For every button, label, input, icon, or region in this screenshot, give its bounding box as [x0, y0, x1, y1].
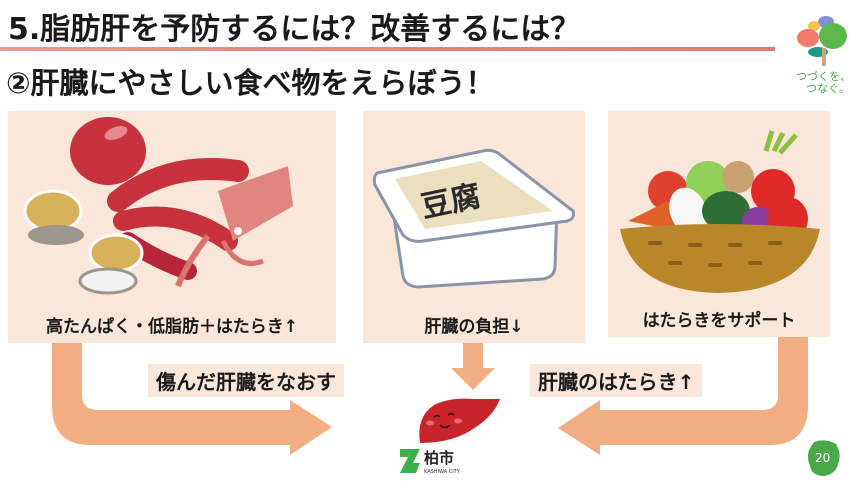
card-label: はたらきをサポート	[642, 311, 796, 331]
city-emblem-icon	[400, 449, 420, 473]
slide-subtitle: ②肝臓にやさしい食べ物をえらぼう！	[6, 66, 495, 100]
card-label: 肝臓の負担↓	[424, 317, 524, 337]
effect-repair-liver: 傷んだ肝臓をなおす	[148, 364, 344, 397]
kashiwa-city-logo: 柏市 KASHIWA CITY	[398, 443, 478, 479]
down-arrow-icon	[451, 343, 495, 390]
svg-text:柏市: 柏市	[424, 449, 454, 467]
seafood-illustration	[8, 111, 336, 303]
card-tofu: 豆腐 肝臓の負担↓	[363, 111, 585, 343]
title-rule	[0, 47, 775, 51]
page-number-badge: 20	[806, 438, 842, 478]
svg-text:20: 20	[815, 451, 830, 465]
tree-icon: つづくを、 つなぐ。	[796, 16, 851, 95]
svg-text:KASHIWA CITY: KASHIWA CITY	[424, 469, 461, 475]
right-arrow-icon	[558, 337, 808, 455]
card-vegetables: はたらきをサポート	[608, 111, 830, 337]
vegetable-basket-illustration	[608, 111, 830, 297]
svg-text:つなぐ。: つなぐ。	[806, 82, 850, 94]
slide-title: 5.脂肪肝を予防するには？改善するには？	[8, 12, 581, 47]
card-label: 高たんぱく・低脂肪＋はたらき↑	[46, 317, 298, 337]
liver-character-icon	[419, 398, 500, 443]
left-arrow-icon	[52, 343, 332, 455]
svg-text:つづくを、: つづくを、	[796, 70, 851, 83]
tofu-illustration: 豆腐	[363, 111, 585, 303]
effect-liver-function: 肝臓のはたらき↑	[530, 364, 703, 397]
slogan-tree-logo: つづくを、 つなぐ。	[788, 8, 854, 95]
card-seafood: 高たんぱく・低脂肪＋はたらき↑	[8, 111, 336, 343]
